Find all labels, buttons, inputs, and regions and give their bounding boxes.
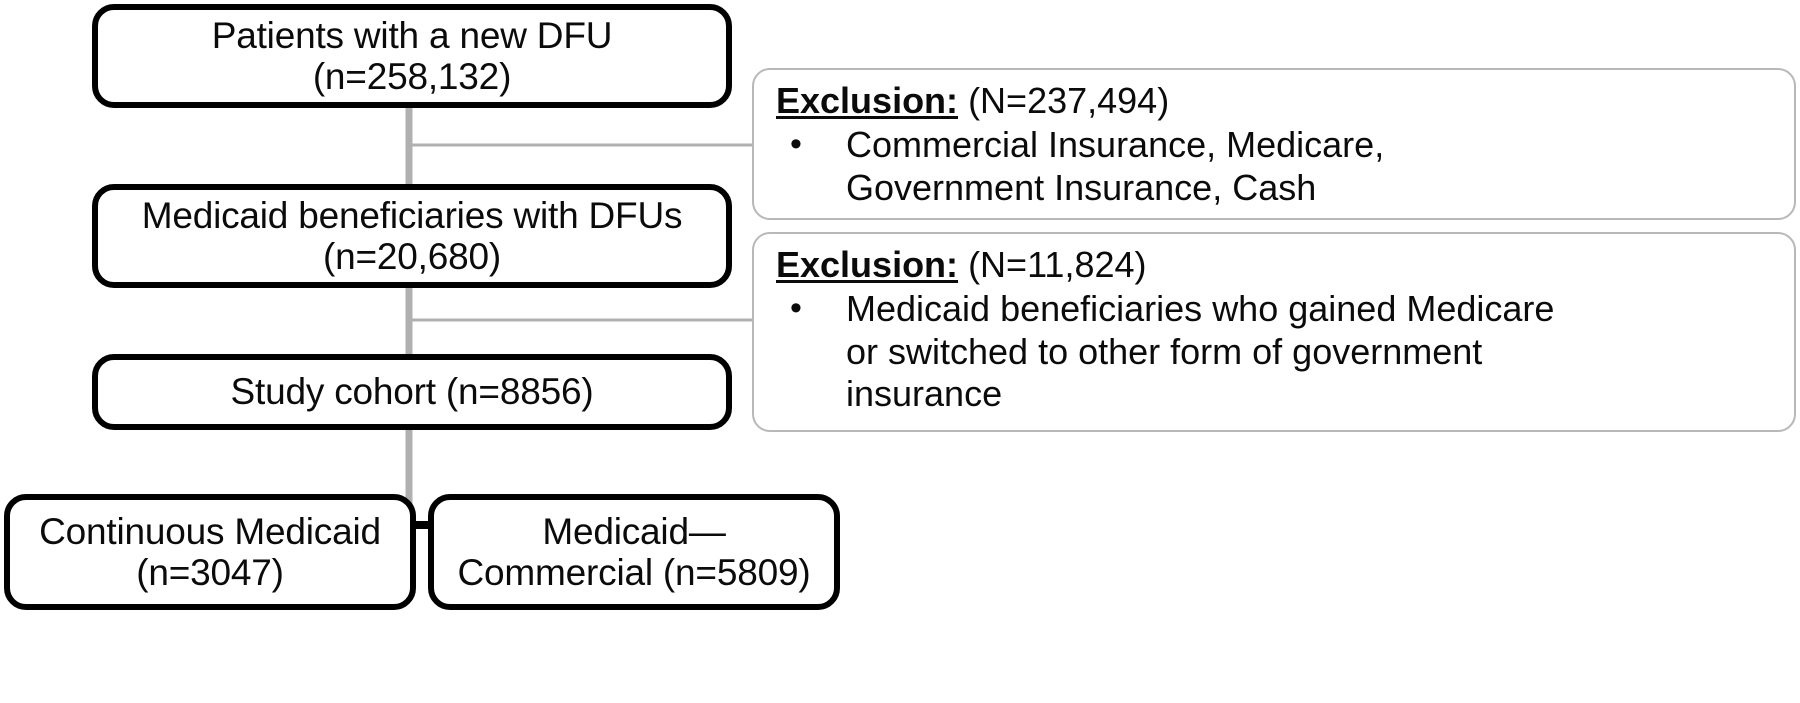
exclusion-box-1: Exclusion: (N=237,494) • Commercial Insu… [752, 68, 1796, 220]
exclusion-bullet-text: Medicaid beneficiaries who gained Medica… [846, 288, 1778, 415]
bullet-line: Medicaid beneficiaries who gained Medica… [846, 288, 1555, 330]
node-line-1: Study cohort (n=8856) [230, 371, 594, 413]
node-medicaid-beneficiaries: Medicaid beneficiaries with DFUs (n=20,6… [92, 184, 732, 288]
bullet-marker-icon: • [790, 125, 802, 164]
exclusion-bullet: • Commercial Insurance, Medicare, Govern… [776, 124, 1778, 209]
node-line-2: (n=3047) [136, 552, 284, 593]
exclusion-heading: Exclusion: (N=11,824) [776, 244, 1778, 286]
exclusion-bullet: • Medicaid beneficiaries who gained Medi… [776, 288, 1778, 415]
node-study-cohort: Study cohort (n=8856) [92, 354, 732, 430]
node-line-2: (n=258,132) [312, 56, 512, 97]
node-line-2: (n=20,680) [323, 236, 501, 277]
exclusion-heading: Exclusion: (N=237,494) [776, 80, 1778, 122]
exclusion-bullet-text: Commercial Insurance, Medicare, Governme… [846, 124, 1778, 209]
bullet-line: Commercial Insurance, Medicare, [846, 124, 1385, 166]
exclusion-label: Exclusion: [776, 244, 959, 285]
node-continuous-medicaid: Continuous Medicaid (n=3047) [4, 494, 416, 610]
exclusion-count: (N=237,494) [968, 80, 1170, 121]
bullet-marker-icon: • [790, 289, 802, 328]
exclusion-box-2: Exclusion: (N=11,824) • Medicaid benefic… [752, 232, 1796, 432]
exclusion-label: Exclusion: [776, 80, 959, 121]
node-medicaid-commercial: Medicaid— Commercial (n=5809) [428, 494, 840, 610]
bullet-line: insurance [846, 373, 1003, 415]
exclusion-count: (N=11,824) [968, 244, 1147, 285]
node-line-1: Patients with a new DFU [211, 14, 613, 56]
bullet-line: or switched to other form of government [846, 330, 1483, 372]
bullet-line: Government Insurance, Cash [846, 166, 1317, 208]
node-line-1: Continuous Medicaid [39, 510, 381, 552]
node-line-1: Medicaid beneficiaries with DFUs [141, 194, 683, 236]
node-line-1: Medicaid— [542, 510, 726, 552]
node-line-2: Commercial (n=5809) [457, 552, 811, 593]
node-patients-with-new-dfu: Patients with a new DFU (n=258,132) [92, 4, 732, 108]
